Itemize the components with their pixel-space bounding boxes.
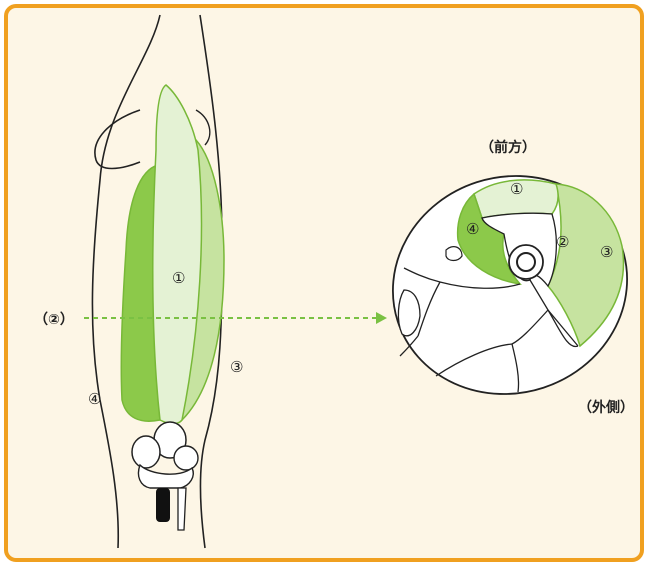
- femur-inner: [517, 253, 535, 271]
- xs-label-1: ①: [510, 180, 523, 198]
- xs-label-4: ④: [466, 220, 479, 238]
- leg-label-1: ①: [172, 269, 185, 287]
- section-arrow-head: [376, 312, 387, 324]
- fibula: [178, 488, 186, 530]
- knee-condyle-left: [132, 436, 160, 468]
- xs-label-lateral: （外側）: [578, 399, 634, 416]
- xs-label-3: ③: [600, 243, 613, 261]
- leg-illustration: [92, 15, 224, 548]
- knee-condyle-right: [174, 446, 198, 470]
- leg-label-3: ③: [230, 358, 243, 376]
- xs-label-2: ②: [556, 233, 569, 251]
- leg-label-4: ④: [88, 390, 101, 408]
- pelvis-curve: [196, 110, 210, 145]
- xs-label-front: （前方）: [480, 139, 536, 156]
- xs-vessel: [446, 247, 462, 261]
- tibia: [156, 488, 170, 522]
- hip-curve: [95, 110, 140, 169]
- section-reference-label: （②）: [34, 312, 74, 328]
